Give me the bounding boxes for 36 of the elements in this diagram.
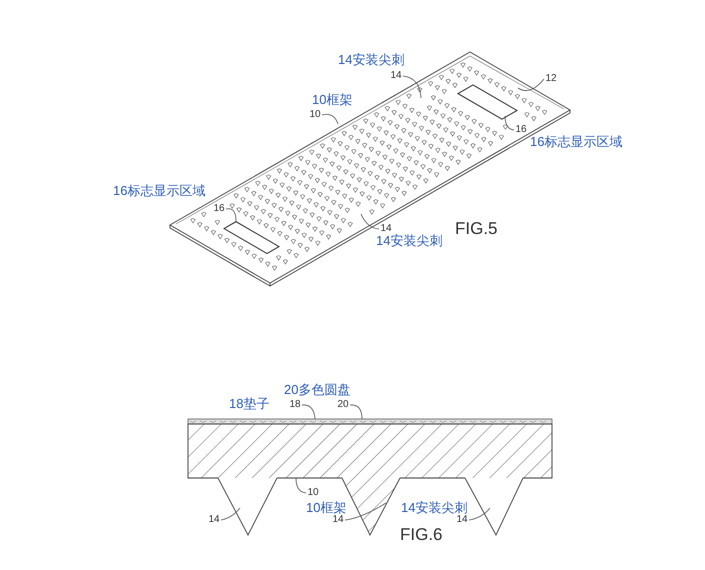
figure-title: FIG.5 bbox=[455, 219, 498, 239]
mat-layer bbox=[188, 418, 552, 424]
reference-numeral: 14 bbox=[455, 514, 469, 526]
leader-line bbox=[350, 404, 362, 420]
leader-line bbox=[296, 478, 306, 494]
leader-line bbox=[220, 508, 240, 520]
part-label: 18垫子 bbox=[229, 396, 270, 412]
leader-line bbox=[226, 208, 236, 222]
figure-title: FIG.6 bbox=[400, 525, 443, 545]
reference-numeral: 14 bbox=[389, 70, 403, 82]
reference-numeral: 10 bbox=[308, 109, 322, 121]
reference-numeral: 10 bbox=[306, 487, 320, 499]
leader-line bbox=[468, 508, 490, 520]
leader-line bbox=[504, 116, 514, 130]
part-label: 14安装尖刺 bbox=[376, 233, 442, 249]
reference-numeral: 14 bbox=[331, 514, 345, 526]
part-label: 14安装尖刺 bbox=[338, 52, 404, 68]
reference-numeral: 16 bbox=[514, 124, 528, 136]
part-label: 10框架 bbox=[306, 500, 346, 515]
reference-numeral: 14 bbox=[379, 223, 393, 235]
part-label: 10框架 bbox=[312, 92, 352, 108]
leader-line bbox=[518, 78, 544, 91]
reference-numeral: 14 bbox=[207, 514, 221, 526]
leader-line bbox=[360, 214, 380, 230]
part-label: 16标志显示区域 bbox=[530, 134, 622, 150]
leader-line bbox=[322, 114, 338, 124]
reference-numeral: 20 bbox=[336, 399, 350, 411]
leader-line bbox=[302, 404, 316, 420]
reference-numeral: 16 bbox=[212, 203, 226, 215]
part-label: 16标志显示区域 bbox=[113, 183, 206, 199]
leader-line bbox=[402, 76, 422, 98]
reference-numeral: 18 bbox=[288, 399, 302, 411]
leader-line bbox=[344, 502, 386, 520]
part-label: 20多色圆盘 bbox=[284, 382, 350, 398]
part-label: 14安装尖刺 bbox=[401, 500, 468, 515]
reference-numeral: 12 bbox=[544, 73, 558, 85]
